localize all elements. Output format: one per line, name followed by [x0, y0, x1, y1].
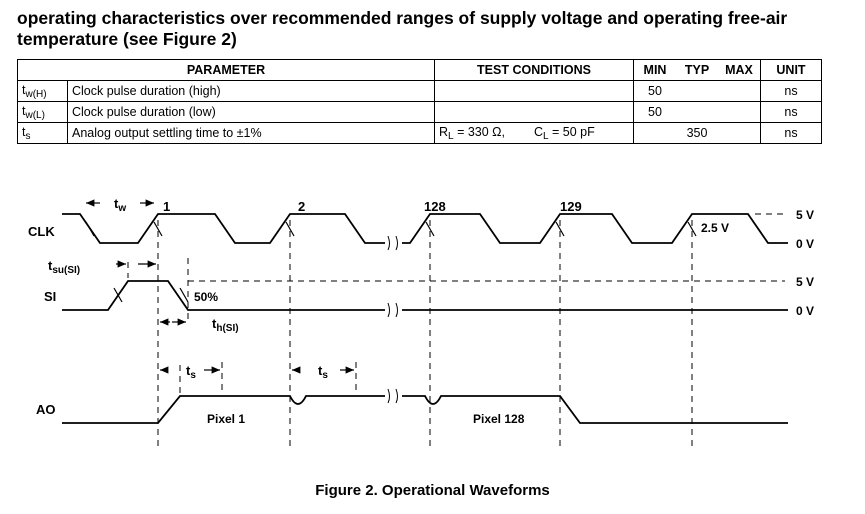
- cond-r-value: = 330 Ω,: [453, 124, 505, 139]
- row-conditions: RL = 330 Ω, CL = 50 pF: [434, 122, 634, 144]
- midpoint-level: 2.5 V: [701, 221, 729, 235]
- clk-high-level: 5 V: [796, 208, 814, 222]
- header-typ: TYP: [676, 59, 718, 81]
- row-symbol: tw(L): [17, 101, 68, 123]
- si-threshold-label: 50%: [194, 290, 218, 304]
- row-min: 50: [633, 80, 676, 102]
- timing-diagram: CLK SI AO 1 2 128 129 5 V 0 V 5 V 0 V 2.…: [28, 196, 814, 450]
- row-typ: [676, 80, 718, 102]
- row-max: [718, 80, 761, 102]
- si-label: SI: [44, 289, 56, 304]
- header-test-conditions: TEST CONDITIONS: [434, 59, 634, 81]
- cond-c-value: = 50 pF: [548, 124, 595, 139]
- si-high-level: 5 V: [796, 275, 814, 289]
- th-label: th(SI): [212, 316, 239, 334]
- table-row: ts Analog output settling time to ±1% RL…: [17, 122, 822, 144]
- row-unit: ns: [760, 80, 822, 102]
- symbol-subscript: w(H): [25, 88, 47, 100]
- pulse-number-1: 1: [163, 199, 170, 214]
- row-min: [633, 122, 676, 144]
- pixel-128-label: Pixel 128: [473, 412, 525, 426]
- symbol-text: t: [22, 82, 26, 97]
- row-max: [718, 101, 761, 123]
- row-description: Analog output settling time to ±1%: [67, 122, 435, 144]
- row-typ: 350: [676, 122, 718, 144]
- th-symbol: t: [212, 316, 217, 331]
- ao-waveform-cont: [402, 395, 788, 424]
- th-subscript: h(SI): [216, 323, 238, 334]
- symbol-text: t: [22, 124, 26, 139]
- si-low-level: 0 V: [796, 304, 814, 318]
- header-min: MIN: [633, 59, 676, 81]
- clk-waveform: [62, 213, 385, 244]
- row-max: [718, 122, 761, 144]
- row-description: Clock pulse duration (low): [67, 101, 435, 123]
- tsu-symbol: t: [48, 258, 53, 273]
- row-description: Clock pulse duration (high): [67, 80, 435, 102]
- ts-label-1: ts: [186, 363, 196, 381]
- cond-r-symbol: R: [439, 124, 449, 139]
- header-parameter: PARAMETER: [17, 59, 435, 81]
- pulse-number-2: 2: [298, 199, 305, 214]
- table-header-row: PARAMETER TEST CONDITIONS MIN TYP MAX UN…: [17, 59, 822, 81]
- row-unit: ns: [760, 101, 822, 123]
- header-unit: UNIT: [760, 59, 822, 81]
- pulse-number-128: 128: [424, 199, 446, 214]
- ts-label-2: ts: [318, 363, 328, 381]
- ts-symbol: t: [186, 363, 191, 378]
- ts-subscript: s: [322, 370, 328, 381]
- cond-r-subscript: L: [448, 130, 454, 142]
- ao-waveform: [62, 395, 385, 424]
- symbol-subscript: w(L): [25, 109, 45, 121]
- tw-symbol: t: [114, 196, 119, 211]
- section-heading: operating characteristics over recommend…: [17, 8, 788, 49]
- row-symbol: tw(H): [17, 80, 68, 102]
- clk-low-level: 0 V: [796, 237, 814, 251]
- ts-subscript: s: [190, 370, 196, 381]
- cond-c-subscript: L: [543, 130, 549, 142]
- parameters-table: PARAMETER TEST CONDITIONS MIN TYP MAX UN…: [17, 59, 822, 144]
- tw-subscript: w: [117, 203, 126, 214]
- pixel-1-label: Pixel 1: [207, 412, 245, 426]
- ts-symbol: t: [318, 363, 323, 378]
- header-max: MAX: [718, 59, 761, 81]
- row-conditions: [434, 101, 634, 123]
- table-row: tw(L) Clock pulse duration (low) 50 ns: [17, 101, 822, 123]
- row-conditions: [434, 80, 634, 102]
- tsu-subscript: su(SI): [52, 265, 80, 276]
- row-unit: ns: [760, 122, 822, 144]
- row-symbol: ts: [17, 122, 68, 144]
- figure-caption: Figure 2. Operational Waveforms: [315, 482, 550, 499]
- row-typ: [676, 101, 718, 123]
- symbol-text: t: [22, 103, 26, 118]
- pulse-number-129: 129: [560, 199, 582, 214]
- clk-waveform-cont: [402, 213, 788, 244]
- table-row: tw(H) Clock pulse duration (high) 50 ns: [17, 80, 822, 102]
- tsu-label: tsu(SI): [48, 258, 80, 276]
- row-min: 50: [633, 101, 676, 123]
- ao-label: AO: [36, 402, 56, 417]
- symbol-subscript: s: [25, 130, 31, 142]
- tw-label: tw: [114, 196, 126, 214]
- cond-c-symbol: C: [533, 124, 543, 139]
- si-waveform: [62, 280, 385, 311]
- clk-label: CLK: [28, 224, 55, 239]
